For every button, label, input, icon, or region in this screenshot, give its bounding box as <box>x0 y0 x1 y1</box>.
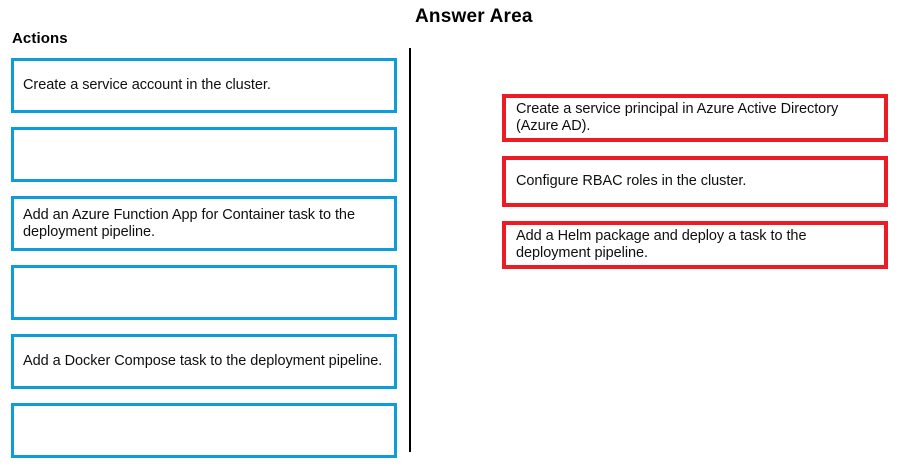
action-item[interactable] <box>11 127 397 182</box>
action-item[interactable]: Add a Docker Compose task to the deploym… <box>11 334 397 389</box>
actions-heading: Actions <box>12 30 68 47</box>
action-item[interactable]: Create a service account in the cluster. <box>11 58 397 113</box>
action-item[interactable] <box>11 403 397 458</box>
answer-item[interactable]: Create a service principal in Azure Acti… <box>502 94 888 142</box>
answer-item-label: Configure RBAC roles in the cluster. <box>516 173 747 189</box>
answer-item[interactable]: Add a Helm package and deploy a task to … <box>502 221 888 269</box>
answer-item-label: Create a service principal in Azure Acti… <box>516 101 839 134</box>
action-item[interactable]: Add an Azure Function App for Container … <box>11 196 397 251</box>
answer-item-label: Add a Helm package and deploy a task to … <box>516 228 807 261</box>
action-item[interactable] <box>11 265 397 320</box>
answer-item[interactable]: Configure RBAC roles in the cluster. <box>502 156 888 207</box>
action-item-label: Add a Docker Compose task to the deploym… <box>23 353 383 369</box>
answer-area-heading: Answer Area <box>415 6 533 27</box>
action-item-label <box>14 292 32 293</box>
answer-list: Create a service principal in Azure Acti… <box>502 94 888 283</box>
action-item-label <box>14 154 32 155</box>
actions-list: Create a service account in the cluster.… <box>11 58 397 472</box>
action-item-label: Add an Azure Function App for Container … <box>23 206 355 240</box>
action-item-label: Create a service account in the cluster. <box>23 77 271 93</box>
column-divider <box>409 48 411 452</box>
action-item-label <box>14 430 32 431</box>
